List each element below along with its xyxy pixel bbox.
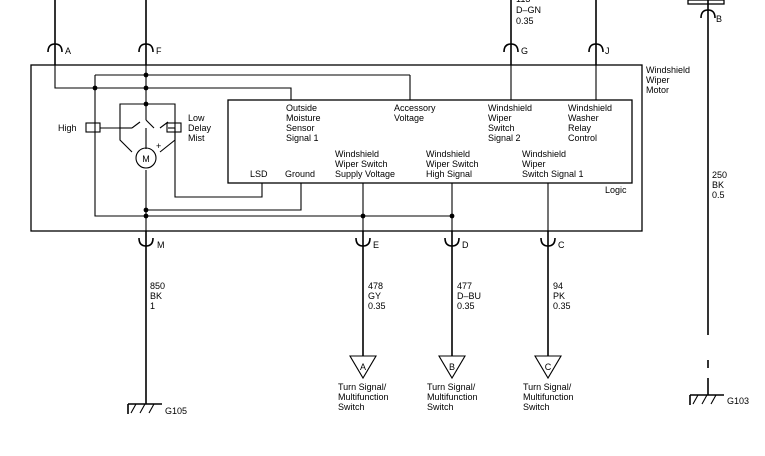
bottom-connector-cups <box>138 30 709 404</box>
pin-f-label: F <box>156 46 162 56</box>
label-low-delay-mist: Low Delay Mist <box>188 113 214 143</box>
motor-symbol <box>135 147 157 169</box>
label-accessory-voltage: Accessory Voltage <box>394 103 438 123</box>
pin-e-label: E <box>373 240 379 250</box>
ground-g103-symbol <box>689 394 724 405</box>
wire-477-label: 477 D–BU 0.35 <box>457 281 484 311</box>
logic-block-outline <box>227 99 633 184</box>
label-supply-voltage: Windshield Wiper Switch Supply Voltage <box>335 149 395 179</box>
internal-wiring <box>54 65 597 231</box>
connector-b-triangle <box>438 355 466 380</box>
connector-b-destination: Turn Signal/ Multifunction Switch <box>427 382 480 412</box>
pin-a-label: A <box>65 46 71 56</box>
pin-j-label: J <box>605 46 610 56</box>
ground-g103-label: G103 <box>727 396 749 406</box>
label-high-brush: High <box>58 123 77 133</box>
label-outside-moisture: Outside Moisture Sensor Signal 1 <box>286 103 323 143</box>
motor-plus: + <box>156 141 161 151</box>
connector-b-letter: B <box>449 362 455 372</box>
wiper-motor-module-outline <box>30 64 643 232</box>
pin-c-label: C <box>558 240 565 250</box>
turn-signal-connectors <box>349 355 562 380</box>
connector-c-destination: Turn Signal/ Multifunction Switch <box>523 382 576 412</box>
module-name: Windshield Wiper Motor <box>646 65 693 95</box>
label-lsd: LSD <box>250 169 268 179</box>
label-logic: Logic <box>605 185 627 195</box>
connector-a-triangle <box>349 355 377 380</box>
label-ground: Ground <box>285 169 315 179</box>
pin-d-label: D <box>462 240 469 250</box>
right-connector-stub <box>687 0 725 5</box>
ground-g105-label: G105 <box>165 406 187 416</box>
motor-letter: M <box>142 154 150 164</box>
ground-g105-symbol <box>127 403 162 414</box>
wire-850-label: 850 BK 1 <box>150 281 168 311</box>
label-wiper-switch-signal-2: Windshield Wiper Switch Signal 2 <box>488 103 535 143</box>
junction-dots <box>92 72 455 219</box>
connector-a-destination: Turn Signal/ Multifunction Switch <box>338 382 391 412</box>
pin-g-label: G <box>521 46 528 56</box>
connector-a-letter: A <box>360 362 366 372</box>
connector-c-triangle <box>534 355 562 380</box>
connector-c-letter: C <box>545 362 552 372</box>
wire-478-label: 478 GY 0.35 <box>368 281 386 311</box>
label-high-signal: Windshield Wiper Switch High Signal <box>426 149 481 179</box>
wire-250-label: 250 BK 0.5 <box>712 170 730 200</box>
pin-m-label: M <box>157 240 165 250</box>
top-connector-cups <box>47 9 716 65</box>
wire-94-label: 94 PK 0.35 <box>553 281 571 311</box>
label-switch-signal-1: Windshield Wiper Switch Signal 1 <box>522 149 584 179</box>
top-g-wire-label: 113 D–GN 0.35 <box>516 0 544 26</box>
top-wires <box>54 0 725 44</box>
label-washer-relay-control: Windshield Washer Relay Control <box>568 103 615 143</box>
pin-b-label: B <box>716 14 722 24</box>
